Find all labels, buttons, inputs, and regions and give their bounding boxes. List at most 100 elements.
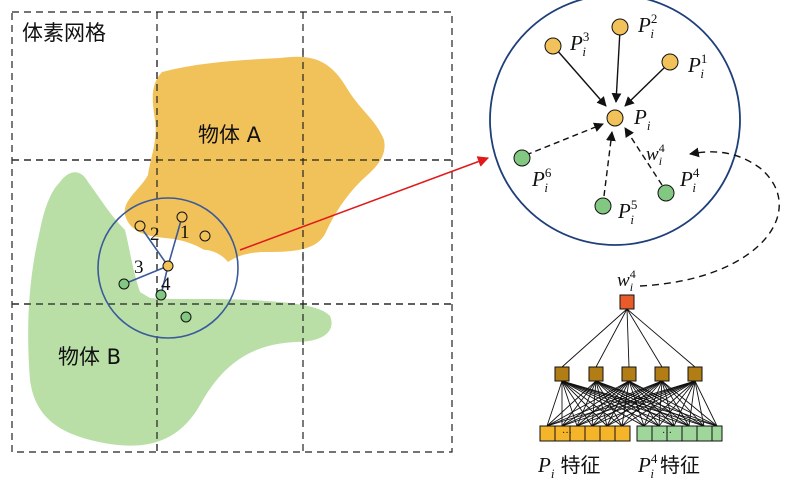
network-edge (595, 308, 628, 368)
edge-label-4: 4 (161, 274, 171, 295)
zoom-neighbor-p5 (594, 197, 612, 215)
network-edge (591, 380, 630, 427)
network-edge (561, 380, 608, 427)
hidden-node (588, 366, 604, 382)
zoom-neighbor-p3 (544, 37, 562, 55)
network-edge (694, 380, 705, 427)
network-edge (606, 380, 696, 427)
network-edge (561, 380, 593, 427)
object-b-label: 物体 B (58, 345, 121, 369)
network-edge (561, 380, 696, 427)
network-edge (661, 380, 690, 427)
network-edge (595, 380, 608, 427)
network-edge (546, 380, 696, 427)
hidden-node (621, 366, 637, 382)
hidden-node (654, 366, 670, 382)
neighborhood-point-a1 (134, 220, 146, 232)
network-output-node (619, 294, 635, 310)
network-edge (595, 380, 623, 427)
feature-cell (539, 425, 556, 442)
network-edge (595, 380, 705, 427)
attention-arrows-b (525, 122, 663, 197)
network-edge (546, 380, 597, 427)
zoom-neighbor-p1 (661, 53, 679, 71)
network-edge (626, 308, 663, 368)
network-edge (591, 380, 597, 427)
edge-label-2: 2 (150, 224, 160, 245)
network-edge (561, 380, 663, 427)
hidden-node (554, 366, 570, 382)
edge-label-3: 3 (134, 257, 144, 278)
network-edge (661, 380, 675, 427)
attention-arrows-a (555, 29, 667, 107)
network-edge (561, 380, 623, 427)
network-edge (576, 380, 696, 427)
feature-ellipsis: ··· (662, 428, 672, 439)
network-edge (621, 380, 663, 427)
weight-feedback-arrow (639, 147, 780, 287)
zoom-label-pi: Pi (633, 105, 651, 133)
network-edge (576, 380, 597, 427)
network-edge (546, 380, 630, 427)
zoom-neighbor-p6 (513, 149, 531, 167)
network-edge (606, 380, 630, 427)
neighborhood-point-b3 (180, 311, 192, 323)
network-edge (546, 380, 663, 427)
feature-cell (681, 425, 698, 442)
network-edges (546, 308, 718, 427)
zoom-neighbor-p2 (611, 18, 629, 36)
network-edge (591, 380, 663, 427)
feature-vector-left: ··· (539, 425, 631, 442)
feature-cell (599, 425, 616, 442)
network-edge (561, 380, 578, 427)
network-edge (628, 380, 705, 427)
network-edge (561, 380, 597, 427)
hidden-node (687, 366, 703, 382)
network-edge (546, 380, 563, 427)
feature-cell (569, 425, 586, 442)
feature-vector-right: ··· (636, 425, 723, 442)
network-edge (658, 380, 696, 427)
feature-cell (584, 425, 601, 442)
network-edge (643, 380, 696, 427)
network-edge (626, 308, 630, 368)
neighborhood-center-point (162, 260, 174, 272)
network-edge (606, 380, 663, 427)
zoom-center-pi (606, 109, 624, 127)
network-edge (591, 380, 696, 427)
zoom-circle (489, 0, 741, 246)
hidden-layer (554, 366, 703, 382)
neighborhood-point-a3 (199, 230, 211, 242)
zoom-neighbor-p4 (657, 184, 675, 202)
network-edge (694, 380, 718, 427)
network-edge (621, 380, 696, 427)
object-a-label: 物体 A (198, 123, 262, 147)
network-edge (643, 380, 663, 427)
network-edge (658, 380, 663, 427)
network-edge (673, 380, 696, 427)
edge-label-1: 1 (180, 222, 190, 243)
network-edge (561, 308, 628, 368)
neighborhood-point-a2 (176, 211, 188, 223)
network-edge (561, 380, 705, 427)
feature-cell (636, 425, 653, 442)
network-edge (688, 380, 696, 427)
grid-title: 体素网格 (22, 21, 106, 45)
neighborhood-point-b1 (118, 278, 130, 290)
network-edge (626, 308, 696, 368)
feature-cell (711, 425, 723, 442)
neighborhood-circle (97, 197, 239, 339)
feature-cell (696, 425, 713, 442)
voxel-grid-overlay (12, 50, 452, 452)
